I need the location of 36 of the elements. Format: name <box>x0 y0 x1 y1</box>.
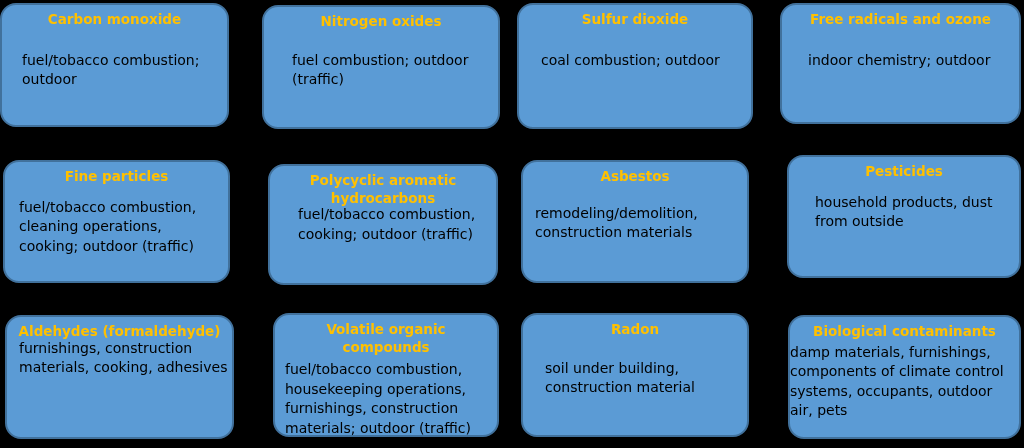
source-text: coal combustion; outdoor <box>541 50 721 70</box>
source-text: fuel/tobacco combustion, cooking; outdoor (traffic) <box>298 206 477 244</box>
pollutant-name: Biological contaminants <box>812 323 997 341</box>
pollutant-box <box>787 155 1021 278</box>
source-text: fuel/tobacco combustion; outdoor <box>22 50 201 90</box>
source-text: fuel/tobacco combustion, housekeeping operations, furnishings, construction materials; outdoor (traffic) <box>285 360 473 438</box>
pollutant-box <box>788 315 1021 439</box>
pollutant-name: Volatile organic compounds <box>325 321 447 357</box>
pollutant-box <box>5 315 234 439</box>
pollutant-box <box>521 160 749 283</box>
pollutant-name: Asbestos <box>599 168 671 186</box>
pollutant-box <box>521 313 749 437</box>
pollutant-name: Free radicals and ozone <box>809 11 992 29</box>
pollutant-box <box>3 160 230 283</box>
source-text: fuel combustion; outdoor (traffic) <box>292 50 470 90</box>
source-text: fuel/tobacco combustion, cleaning operations, cooking; outdoor (traffic) <box>19 197 198 256</box>
pollutant-box <box>780 3 1021 124</box>
source-text: indoor chemistry; outdoor <box>808 50 992 70</box>
pollutant-name: Sulfur dioxide <box>580 11 690 29</box>
pollutant-name: Radon <box>609 321 661 339</box>
pollutant-name: Nitrogen oxides <box>319 13 443 31</box>
pollutant-name: Polycyclic aromatic hydrocarbons <box>308 172 458 208</box>
pollutant-name: Carbon monoxide <box>46 11 183 29</box>
pollutant-box <box>262 5 500 129</box>
source-text: furnishings, construction materials, cooking, adhesives <box>19 339 228 378</box>
pollutant-box <box>517 3 753 129</box>
source-text: soil under building, construction material <box>545 358 696 398</box>
source-text: remodeling/demolition, construction materials <box>535 203 699 243</box>
pollutant-name: Aldehydes (formaldehyde) <box>17 323 222 341</box>
source-text: damp materials, furnishings, components of climate control systems, occupants, outdoor air, pets <box>790 342 1005 421</box>
pollutant-name: Fine particles <box>63 168 170 186</box>
pollutant-box <box>273 313 499 437</box>
pollutant-box <box>268 164 498 285</box>
pollutant-box <box>0 3 229 127</box>
pollutant-name: Pesticides <box>864 163 944 181</box>
source-text: household products, dust from outside <box>815 192 994 232</box>
